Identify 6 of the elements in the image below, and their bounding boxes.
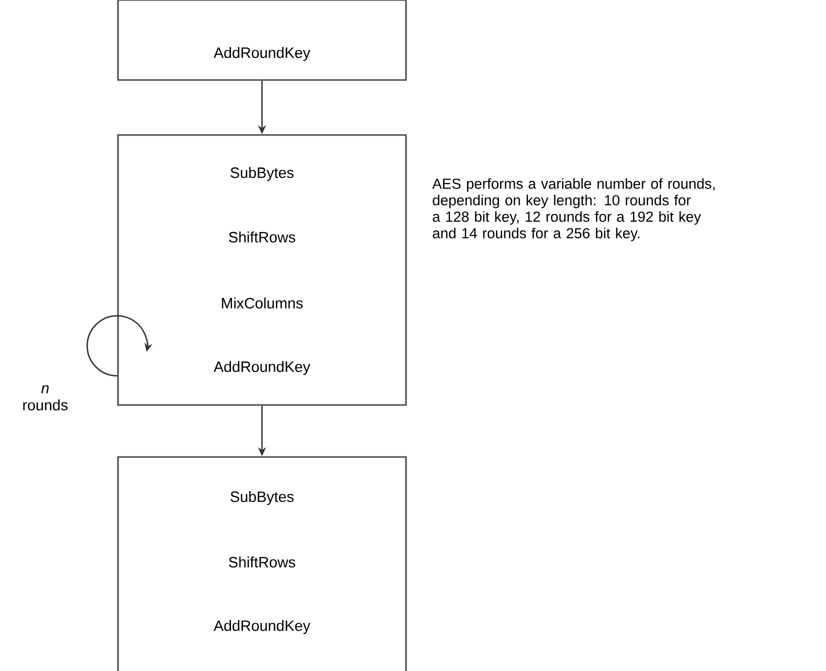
- process-box: AddRoundKey: [117, 0, 407, 81]
- process-box: SubBytes ShiftRows AddRoundKey: [117, 456, 407, 671]
- arrow: [86, 315, 152, 376]
- note-text: AES performs a variable number of rounds, depending on key length: 10 rounds for a 128 bit key, 12 rounds for a 192 bit key and 14 rounds for a 256 bit key.: [432, 178, 715, 242]
- edge-label: n rounds: [18, 384, 72, 412]
- process-box: SubBytes ShiftRows MixColumns AddRoundKey: [117, 134, 407, 406]
